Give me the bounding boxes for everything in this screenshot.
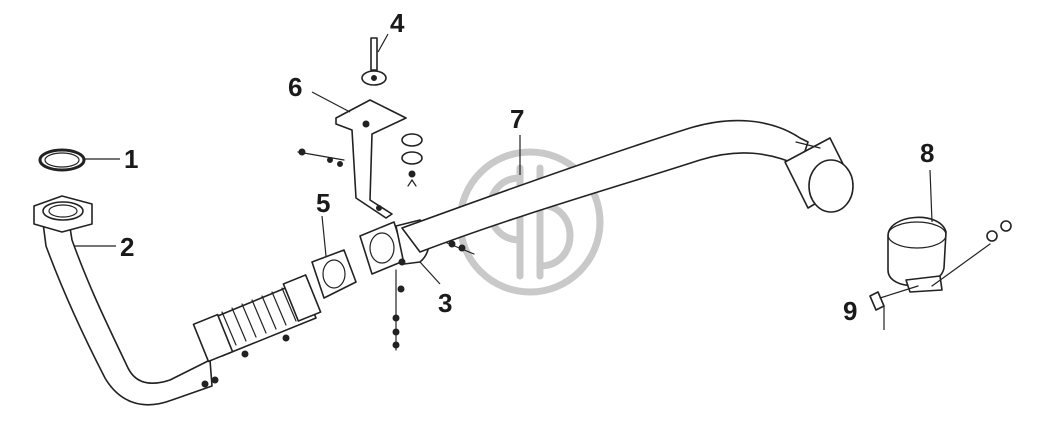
callout-4: 4	[390, 8, 405, 38]
callout-labels: 1 2 3 4 5 6 7 8 9	[120, 8, 934, 326]
callout-1: 1	[124, 144, 138, 174]
part-2-front-pipe	[33, 195, 213, 406]
callout-8: 8	[920, 138, 934, 168]
part-6-bracket	[297, 99, 423, 219]
leader-lines	[74, 33, 933, 330]
callout-9: 9	[843, 296, 857, 326]
part-4-bolt	[361, 37, 387, 86]
part-7-exhaust-pipe	[401, 119, 854, 253]
bellows-section	[192, 274, 322, 388]
part-8-clamp-band	[887, 216, 1012, 293]
part-5-gasket	[311, 249, 357, 299]
callout-7: 7	[510, 104, 524, 134]
callout-5: 5	[316, 188, 330, 218]
callout-2: 2	[120, 232, 134, 262]
callout-6: 6	[288, 72, 302, 102]
part-1-sealing-ring	[38, 148, 86, 172]
callout-3: 3	[438, 288, 452, 318]
